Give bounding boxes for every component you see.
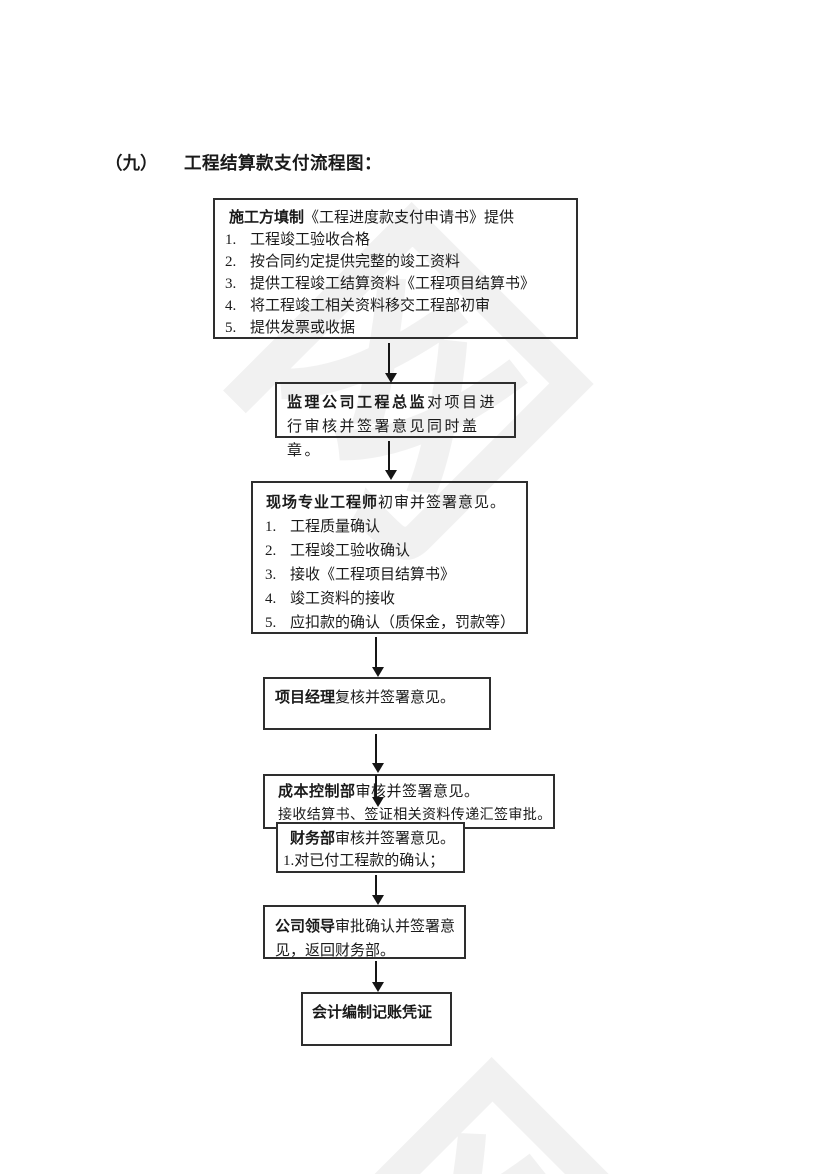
node-subline: 接收结算书、签证相关资料传递汇签审批。 <box>278 808 552 823</box>
node-role: 公司领导 <box>275 919 336 935</box>
node-role: 财务部 <box>290 831 336 847</box>
title-text: 工程结算款支付流程图： <box>184 153 382 173</box>
node-item-list: 工程质量确认 工程竣工验收确认 接收《工程项目结算书》 竣工资料的接收 应扣款的… <box>253 515 522 635</box>
flow-node-supervisor: 监理公司工程总监对项目进行审核并签署意见同时盖章。 <box>275 382 516 459</box>
flow-node-construction: 施工方填制《工程进度款支付申请书》提供 工程竣工验收合格 按合同约定提供完整的竣… <box>213 198 578 339</box>
list-item: 提供工程竣工结算资料《工程项目结算书》 <box>225 273 536 295</box>
list-item: 将工程竣工相关资料移交工程部初审 <box>225 295 491 317</box>
list-item: 提供发票或收据 <box>225 317 356 339</box>
flow-arrow-5 <box>372 775 384 807</box>
list-item: 竣工资料的接收 <box>265 587 396 611</box>
node-role: 会计编制记账凭证 <box>312 1005 433 1021</box>
flow-arrow-7 <box>372 961 384 992</box>
node-role: 项目经理 <box>275 690 336 706</box>
flow-arrow-1 <box>385 343 397 383</box>
node-role: 成本控制部 <box>278 784 356 800</box>
list-item: 工程质量确认 <box>265 515 381 539</box>
flow-arrow-2 <box>385 441 397 480</box>
node-heading: 监理公司工程总监对项目进行审核并签署意见同时盖章。 <box>287 391 506 463</box>
flow-arrow-4 <box>372 734 384 773</box>
watermark-bottom: 网 <box>262 1022 709 1174</box>
node-role: 施工方填制 <box>229 210 305 226</box>
node-action: 审核并签署意见。 <box>355 784 480 800</box>
node-heading: 成本控制部审核并签署意见。 <box>278 781 549 804</box>
list-item: 按合同约定提供完整的竣工资料 <box>225 251 461 273</box>
section-number: （九） <box>105 153 158 173</box>
flow-arrow-6 <box>372 875 384 905</box>
node-heading: 施工方填制《工程进度款支付申请书》提供 <box>229 207 570 229</box>
list-item: 工程竣工验收确认 <box>265 539 411 563</box>
flow-node-site-engineer: 现场专业工程师初审并签署意见。 工程质量确认 工程竣工验收确认 接收《工程项目结… <box>251 481 528 635</box>
flow-arrow-3 <box>372 637 384 677</box>
node-heading: 项目经理复核并签署意见。 <box>275 686 483 710</box>
node-action: 审核并签署意见。 <box>335 831 456 847</box>
node-action: 《工程进度款支付申请书》提供 <box>304 210 515 226</box>
node-role: 监理公司工程总监 <box>287 395 428 411</box>
node-heading: 会计编制记账凭证 <box>312 1001 446 1025</box>
node-action: 初审并签署意见。 <box>378 495 507 511</box>
node-action: 审批确认并签署意见，返回财务部。 <box>275 919 456 959</box>
node-role: 现场专业工程师 <box>266 495 379 511</box>
list-item: 工程竣工验收合格 <box>225 229 371 251</box>
node-heading: 财务部审核并签署意见。 <box>290 828 459 850</box>
node-action: 复核并签署意见。 <box>335 690 456 706</box>
flow-node-finance: 财务部审核并签署意见。 1.对已付工程款的确认； <box>276 822 465 873</box>
list-item: 接收《工程项目结算书》 <box>265 563 456 587</box>
node-heading: 现场专业工程师初审并签署意见。 <box>266 491 522 515</box>
node-subline: 1.对已付工程款的确认； <box>283 853 445 869</box>
flow-node-leadership: 公司领导审批确认并签署意见，返回财务部。 <box>263 905 466 959</box>
node-item-list: 工程竣工验收合格 按合同约定提供完整的竣工资料 提供工程竣工结算资料《工程项目结… <box>215 229 570 339</box>
node-heading: 公司领导审批确认并签署意见，返回财务部。 <box>275 915 458 963</box>
flow-node-project-manager: 项目经理复核并签署意见。 <box>263 677 491 730</box>
flow-node-cost-control: 成本控制部审核并签署意见。 接收结算书、签证相关资料传递汇签审批。 <box>263 774 555 829</box>
flow-node-accounting: 会计编制记账凭证 <box>301 992 452 1046</box>
list-item: 应扣款的确认（质保金，罚款等） <box>265 611 516 635</box>
node-action: 对项目进行审核并签署意见同时盖章。 <box>287 395 498 459</box>
